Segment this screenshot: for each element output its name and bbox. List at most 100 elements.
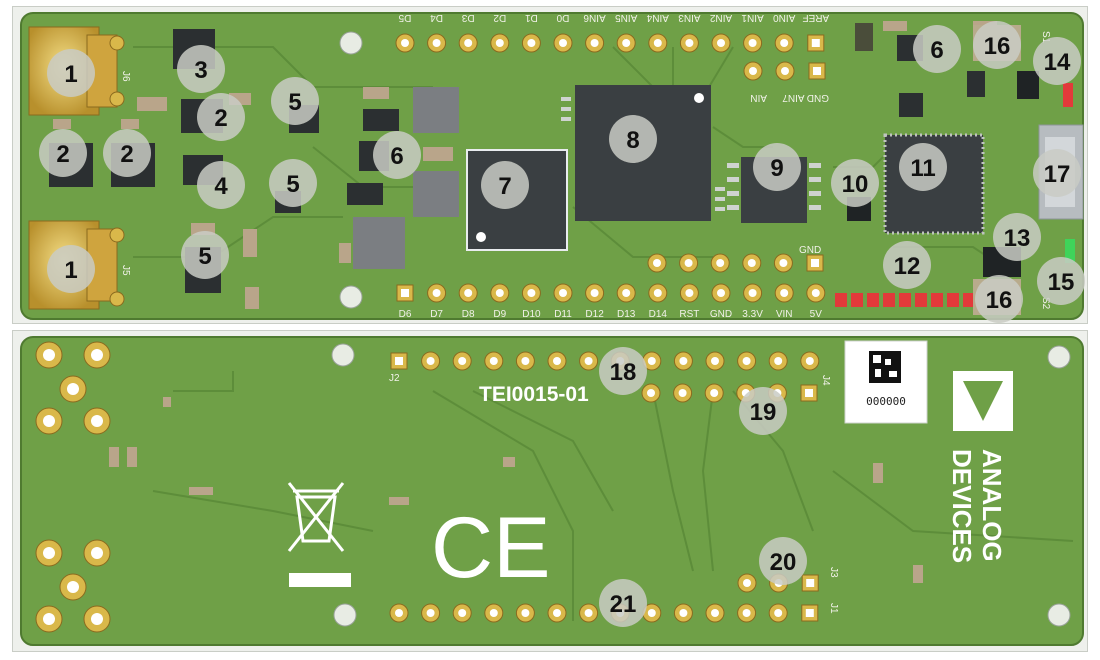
pin-label: RST bbox=[679, 309, 699, 320]
pin-label: 5V bbox=[810, 309, 823, 320]
pin-label: 3.3V bbox=[742, 309, 763, 320]
bottom-board-panel: J2 J4 J3 J1 TEI0015-01 000000 ANALOG DEV… bbox=[12, 330, 1088, 652]
sma-pads bbox=[35, 341, 111, 633]
pin-label: D9 bbox=[493, 309, 506, 320]
callout-marker: 2 bbox=[39, 129, 87, 177]
silk-j1: J1 bbox=[828, 603, 839, 614]
callout-label: 19 bbox=[750, 399, 777, 426]
pin-label: D7 bbox=[430, 309, 443, 320]
callout-label: 5 bbox=[288, 89, 301, 116]
callout-label: 10 bbox=[842, 171, 869, 198]
pin-label: D3 bbox=[461, 12, 474, 23]
pin-label: D6 bbox=[399, 309, 412, 320]
mounting-holes bbox=[339, 31, 363, 309]
pin-label: D14 bbox=[649, 309, 668, 320]
weee-bin-icon bbox=[287, 482, 345, 552]
datamatrix-number: 000000 bbox=[866, 395, 906, 408]
callout-marker: 11 bbox=[899, 143, 947, 191]
pin-label: D12 bbox=[585, 309, 604, 320]
pin-label: D10 bbox=[522, 309, 541, 320]
callout-label: 16 bbox=[984, 33, 1011, 60]
pin-label: D11 bbox=[554, 309, 572, 320]
callout-label: 5 bbox=[198, 243, 211, 270]
callout-marker: 5 bbox=[269, 159, 317, 207]
callout-label: 8 bbox=[626, 127, 639, 154]
callout-label: 14 bbox=[1044, 49, 1071, 76]
callout-label: 2 bbox=[56, 141, 69, 168]
callout-marker: 20 bbox=[759, 537, 807, 585]
header-pins-top bbox=[395, 33, 825, 53]
pin-label: D0 bbox=[556, 12, 569, 23]
inductors bbox=[353, 87, 459, 269]
callout-marker: 4 bbox=[197, 161, 245, 209]
weee-bar bbox=[289, 573, 351, 587]
silk-j3: J3 bbox=[828, 567, 839, 578]
pin-label: D1 bbox=[525, 12, 538, 23]
silk-gnd-ain7: GND AIN7 bbox=[782, 92, 829, 103]
silk-gnd: GND bbox=[799, 245, 821, 256]
callout-marker: 5 bbox=[271, 77, 319, 125]
pin-label: D13 bbox=[617, 309, 636, 320]
callout-marker: 18 bbox=[599, 347, 647, 395]
callout-label: 13 bbox=[1004, 225, 1031, 252]
callout-label: 5 bbox=[286, 171, 299, 198]
callout-marker: 6 bbox=[913, 25, 961, 73]
callout-label: 7 bbox=[498, 173, 511, 200]
callout-label: 21 bbox=[610, 591, 637, 618]
header-pins-bottom bbox=[396, 283, 826, 303]
bottom-board-svg: J2 J4 J3 J1 TEI0015-01 000000 ANALOG DEV… bbox=[20, 336, 1084, 646]
callout-marker: 21 bbox=[599, 579, 647, 627]
callout-marker: 17 bbox=[1033, 149, 1081, 197]
callout-marker: 15 bbox=[1037, 257, 1085, 305]
brand-line2: DEVICES bbox=[947, 449, 977, 563]
callout-label: 3 bbox=[194, 57, 207, 84]
callout-label: 1 bbox=[64, 257, 77, 284]
pin-label: AIN0 bbox=[773, 12, 796, 23]
callout-label: 4 bbox=[214, 173, 228, 200]
pin-label: AIN4 bbox=[646, 12, 669, 23]
ic-9-pads bbox=[727, 163, 821, 210]
pin-label: AIN2 bbox=[709, 12, 732, 23]
ce-mark: CE bbox=[431, 500, 550, 596]
silk-j4: J4 bbox=[820, 375, 831, 386]
header-pins-middle bbox=[647, 61, 826, 273]
ic-8-pads bbox=[561, 97, 725, 211]
led-array bbox=[835, 293, 975, 307]
callout-marker: 2 bbox=[197, 93, 245, 141]
callout-marker: 16 bbox=[973, 21, 1021, 69]
callout-label: 2 bbox=[214, 105, 227, 132]
pin-label: AIN6 bbox=[583, 12, 606, 23]
pin-label: D4 bbox=[430, 12, 443, 23]
silk-s1: S1 bbox=[1040, 31, 1051, 44]
callout-label: 11 bbox=[910, 155, 935, 182]
callout-marker: 13 bbox=[993, 213, 1041, 261]
callout-label: 9 bbox=[770, 155, 783, 182]
header-j2-row1 bbox=[390, 351, 820, 371]
callout-label: 15 bbox=[1048, 269, 1075, 296]
pin-label: AREF bbox=[802, 12, 829, 23]
callout-label: 20 bbox=[770, 549, 797, 576]
callout-marker: 7 bbox=[481, 161, 529, 209]
pin-label: GND bbox=[710, 309, 732, 320]
analog-devices-logo: ANALOG DEVICES bbox=[947, 371, 1013, 563]
callout-label: 17 bbox=[1044, 161, 1071, 188]
silk-ain: AIN bbox=[750, 92, 767, 103]
datamatrix-label: 000000 bbox=[844, 340, 928, 424]
callout-label: 18 bbox=[610, 359, 637, 386]
pin-label: VIN bbox=[776, 309, 793, 320]
pin-label: AIN3 bbox=[678, 12, 701, 23]
pin-label: D8 bbox=[462, 309, 475, 320]
callout-label: 2 bbox=[120, 141, 133, 168]
callout-marker: 12 bbox=[883, 241, 931, 289]
callout-marker: 3 bbox=[177, 45, 225, 93]
callout-marker: 5 bbox=[181, 231, 229, 279]
callout-marker: 8 bbox=[609, 115, 657, 163]
led-red bbox=[1063, 83, 1073, 107]
passive-components bbox=[53, 21, 997, 309]
callout-marker: 6 bbox=[373, 131, 421, 179]
traces-bottom bbox=[152, 371, 1074, 621]
callout-marker: 1 bbox=[47, 49, 95, 97]
